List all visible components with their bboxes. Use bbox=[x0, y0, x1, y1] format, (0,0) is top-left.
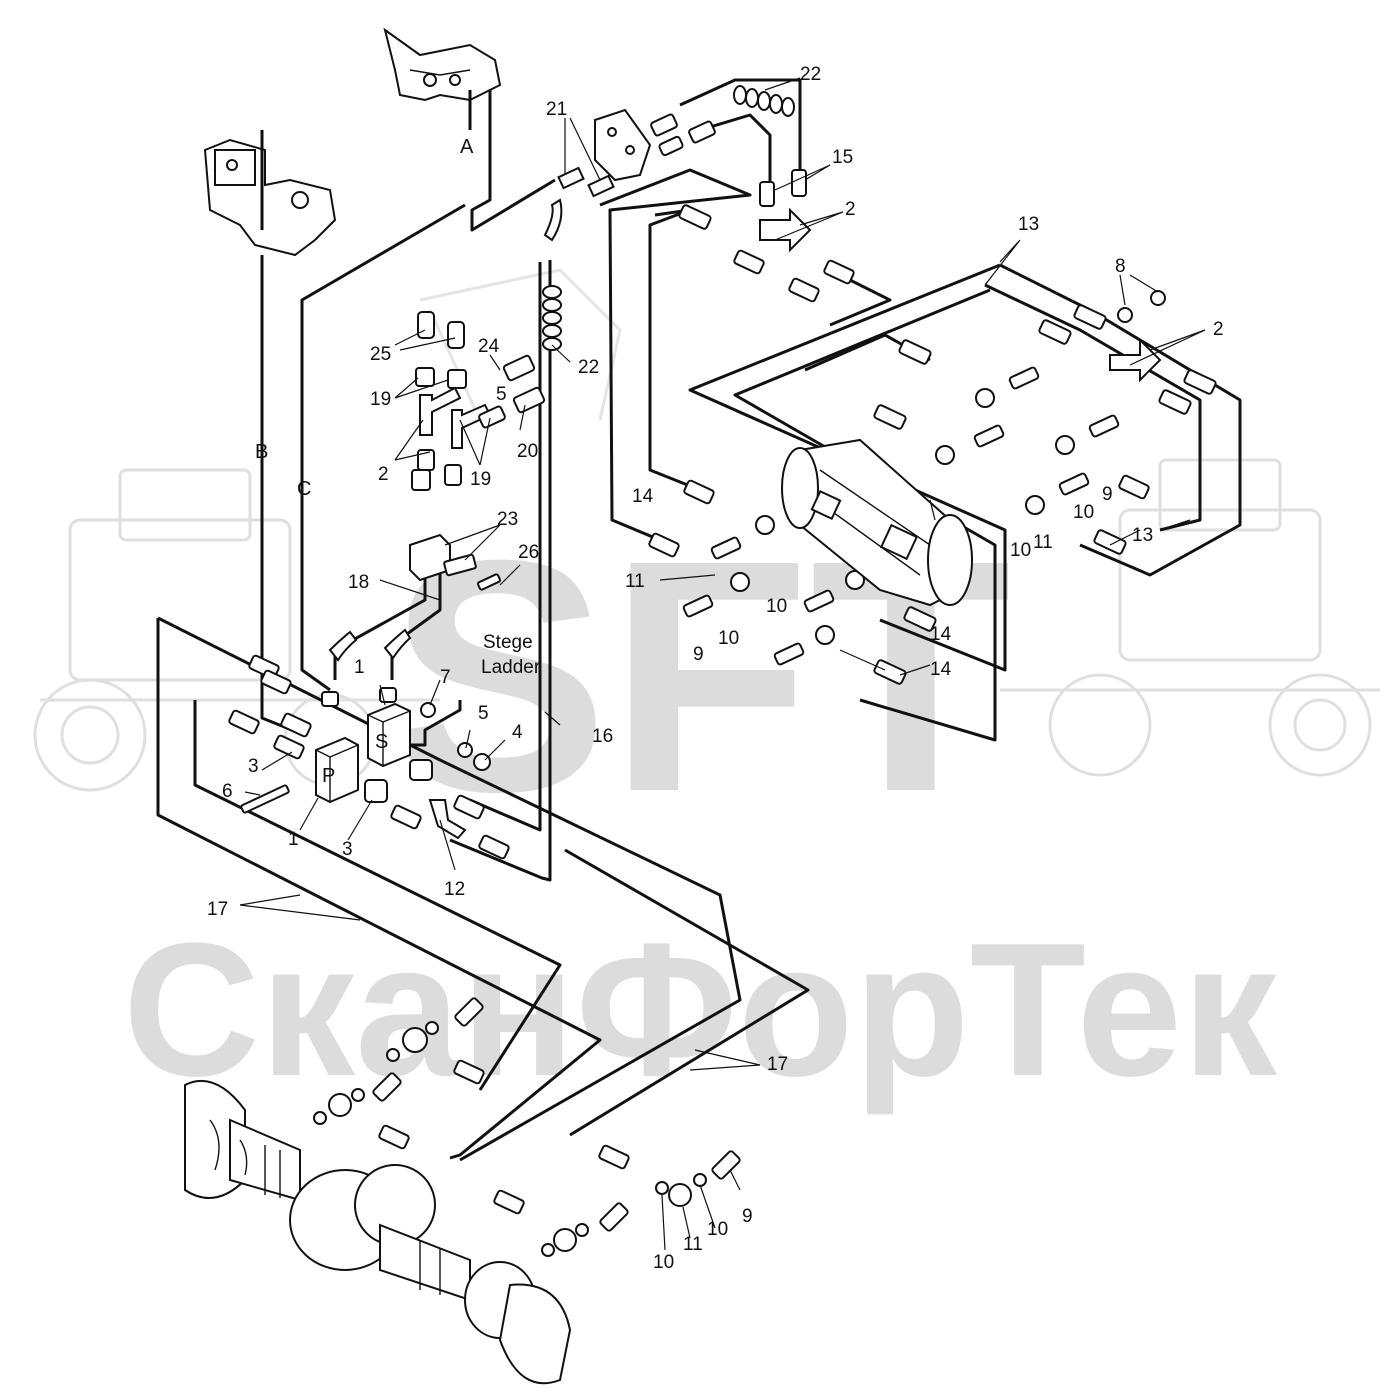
line-letter-b: B bbox=[255, 441, 268, 463]
callout-9-bottom: 9 bbox=[742, 1206, 753, 1227]
callout-23: 23 bbox=[497, 509, 518, 530]
note-stege: Stege bbox=[483, 632, 533, 653]
top-valve-a bbox=[383, 27, 502, 102]
pipe-17-right bbox=[564, 848, 810, 1137]
fittings bbox=[228, 113, 1217, 860]
callout-20: 20 bbox=[517, 441, 538, 462]
callout-16: 16 bbox=[592, 726, 613, 747]
callout-12: 12 bbox=[444, 879, 465, 900]
callout-5-block: 5 bbox=[478, 703, 489, 724]
pipe-22-top bbox=[679, 78, 802, 170]
callout-8: 8 bbox=[1115, 256, 1126, 277]
bracket-21 bbox=[543, 108, 652, 242]
block-p-mark: P bbox=[322, 765, 335, 787]
block-p: P bbox=[315, 736, 359, 804]
callout-17-right: 17 bbox=[767, 1054, 788, 1075]
callout-1-top: 1 bbox=[354, 657, 365, 678]
watermark: SFT СканФорТек bbox=[33, 268, 1380, 1116]
callout-13-top: 13 bbox=[1018, 214, 1039, 235]
leader-lines bbox=[239, 77, 1206, 1251]
pipe-18-b bbox=[333, 565, 427, 680]
callout-1-bottom: 1 bbox=[288, 829, 299, 850]
pipe-14-inner bbox=[648, 208, 701, 492]
line-letter-c: C bbox=[297, 478, 311, 500]
pipe-16 bbox=[449, 260, 552, 882]
pipe-17-outer bbox=[156, 618, 602, 1160]
pipe-16-b bbox=[469, 262, 542, 832]
callout-15: 15 bbox=[832, 147, 853, 168]
callout-10-bottom-a: 10 bbox=[707, 1219, 728, 1240]
callout-11-right: 11 bbox=[1033, 532, 1053, 553]
line-letter-a: A bbox=[460, 136, 474, 158]
callout-24: 24 bbox=[478, 336, 500, 357]
pipe-b bbox=[260, 255, 293, 732]
callout-17-left: 17 bbox=[207, 899, 228, 920]
pipe-18 bbox=[390, 565, 442, 680]
callout-7: 7 bbox=[440, 667, 451, 688]
callout-14-center-a: 14 bbox=[930, 624, 952, 645]
coil-22-mid bbox=[542, 285, 562, 351]
callout-11-bottom: 11 bbox=[683, 1234, 703, 1255]
callout-9-left: 9 bbox=[693, 644, 704, 665]
callout-21: 21 bbox=[546, 99, 567, 120]
callout-2-top: 2 bbox=[845, 199, 856, 220]
pipe-14-outer bbox=[599, 168, 752, 542]
callout-14-left: 14 bbox=[632, 486, 654, 507]
callout-13-right: 13 bbox=[1132, 525, 1153, 546]
axle-housing-center bbox=[781, 438, 973, 607]
callout-10-bottom-b: 10 bbox=[653, 1252, 674, 1273]
callout-2-right: 2 bbox=[1213, 319, 1224, 340]
callout-18: 18 bbox=[348, 572, 369, 593]
pipe-ladder bbox=[410, 700, 462, 747]
pipe-22-loop bbox=[699, 113, 772, 190]
callout-10-right-b: 10 bbox=[1010, 540, 1031, 561]
pipe-c bbox=[300, 203, 466, 692]
block-s: S bbox=[367, 702, 411, 768]
pipe-13-right bbox=[999, 263, 1242, 577]
callout-10-left-a: 10 bbox=[766, 596, 787, 617]
callout-6: 6 bbox=[222, 781, 233, 802]
callout-3-left: 3 bbox=[248, 756, 259, 777]
callout-19-left: 19 bbox=[370, 389, 391, 410]
watermark-tractor-right bbox=[1000, 458, 1380, 777]
callout-25: 25 bbox=[370, 344, 391, 365]
pipe-13-outer bbox=[688, 263, 1007, 672]
callout-22-top: 22 bbox=[800, 64, 821, 85]
watermark-brand: СканФорТек bbox=[123, 904, 1278, 1116]
front-axle bbox=[184, 1080, 572, 1385]
pipe-17-inner bbox=[193, 700, 562, 1091]
callout-11-left: 11 bbox=[625, 571, 645, 592]
coil-22-top bbox=[733, 85, 795, 117]
callout-14-center-b: 14 bbox=[930, 659, 952, 680]
callout-22-mid: 22 bbox=[578, 357, 599, 378]
pipe-13-inner bbox=[984, 283, 1202, 532]
pipe-17-right-b bbox=[439, 758, 742, 1162]
callout-5-top: 5 bbox=[496, 384, 507, 405]
callout-4: 4 bbox=[512, 722, 523, 743]
callouts: 22 21 15 2 13 8 2 25 24 5 19 22 2 19 20 … bbox=[207, 64, 1224, 1273]
callout-3-bottom: 3 bbox=[342, 839, 353, 860]
block-s-mark: S bbox=[375, 731, 388, 753]
pipe-13-mid bbox=[733, 288, 997, 742]
pipe-a bbox=[470, 90, 556, 232]
callout-10-left-b: 10 bbox=[718, 628, 739, 649]
callout-2-center: 2 bbox=[378, 464, 389, 485]
lower-fittings bbox=[313, 997, 741, 1257]
callout-9-right: 9 bbox=[1102, 484, 1113, 505]
callout-10-right: 10 bbox=[1073, 502, 1094, 523]
callout-26: 26 bbox=[518, 542, 539, 563]
callout-19-right: 19 bbox=[470, 469, 491, 490]
top-valve-b bbox=[203, 138, 337, 257]
note-ladder: Ladder bbox=[481, 657, 541, 678]
